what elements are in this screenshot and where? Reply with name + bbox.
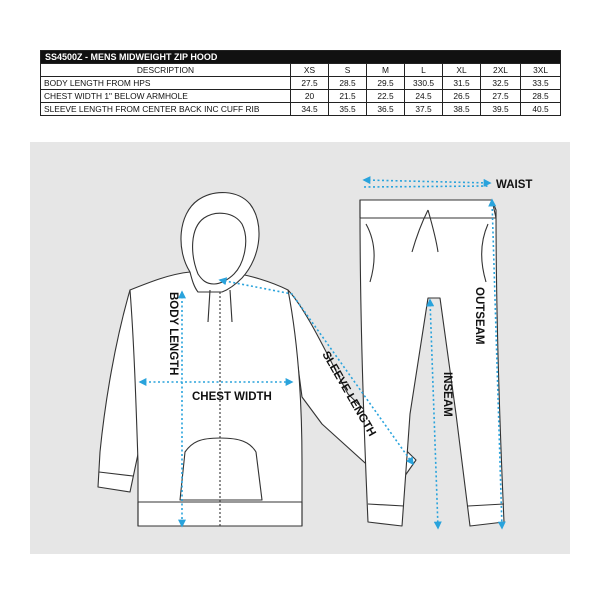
cell-value: 29.5 [366,76,405,90]
waist-measure-lower [363,185,491,188]
product-title: SS4500Z - MENS MIDWEIGHT ZIP HOOD [39,50,562,64]
row-description: BODY LENGTH FROM HPS [40,76,291,90]
cell-value: 33.5 [519,76,562,90]
hoodie-waistband [137,501,303,527]
outseam-label: OUTSEAM [473,287,485,345]
inseam-label: INSEAM [441,372,453,417]
cell-value: 26.5 [442,89,481,103]
cell-value: 39.5 [480,102,521,116]
header-description: DESCRIPTION [40,63,291,77]
outseam-measure [488,198,506,530]
cell-value: 32.5 [480,76,521,90]
cell-value: 28.5 [328,76,367,90]
measurement-diagram: BODY LENGTH CHEST WIDTH SLEEVE LENGTH WA… [97,176,532,530]
hoodie-drawcord-left [207,289,211,323]
hoodie-cuff-left [98,471,134,477]
table-row: SLEEVE LENGTH FROM CENTER BACK INC CUFF … [40,102,562,116]
cell-value: 27.5 [290,76,329,90]
cell-value: 24.5 [404,89,443,103]
joggers-pocket-left [365,223,375,283]
cell-value: 27.5 [480,89,521,103]
table-row: CHEST WIDTH 1" BELOW ARMHOLE 20 21.5 22.… [40,89,562,103]
table-header-row: DESCRIPTION XS S M L XL 2XL 3XL [40,63,562,77]
hoodie-hood-opening [192,212,247,285]
cell-value: 22.5 [366,89,405,103]
body-length-label: BODY LENGTH [167,292,179,376]
chest-width-label: CHEST WIDTH [192,391,272,403]
cell-value: 34.5 [290,102,329,116]
table-row: BODY LENGTH FROM HPS 27.5 28.5 29.5 330.… [40,76,562,90]
cell-value: 38.5 [442,102,481,116]
cell-value: 21.5 [328,89,367,103]
waist-measure [362,176,492,187]
sleeve-length-measure [218,277,414,466]
cell-value: 28.5 [519,89,562,103]
header-size-2xl: 2XL [480,63,521,77]
joggers-pocket-right [481,223,489,283]
joggers-cuff-left [367,503,405,507]
row-description: CHEST WIDTH 1" BELOW ARMHOLE [40,89,291,103]
cell-value: 40.5 [519,102,562,116]
waist-label: WAIST [496,179,532,191]
header-size-xs: XS [290,63,329,77]
cell-value: 35.5 [328,102,367,116]
cell-value: 20 [290,89,329,103]
cell-value: 37.5 [404,102,443,116]
header-size-l: L [404,63,443,77]
header-size-xl: XL [442,63,481,77]
inseam-measure [426,298,442,530]
table-title-row: SS4500Z - MENS MIDWEIGHT ZIP HOOD [39,50,562,64]
cell-value: 31.5 [442,76,481,90]
cell-value: 36.5 [366,102,405,116]
header-size-3xl: 3XL [519,63,562,77]
cell-value: 330.5 [404,76,443,90]
header-size-s: S [328,63,367,77]
joggers-drawcord [411,209,439,253]
measurement-diagram-panel: BODY LENGTH CHEST WIDTH SLEEVE LENGTH WA… [30,142,570,554]
header-size-m: M [366,63,405,77]
hoodie-kangaroo-pocket [179,437,263,501]
row-description: SLEEVE LENGTH FROM CENTER BACK INC CUFF … [40,102,291,116]
size-chart-table: SS4500Z - MENS MIDWEIGHT ZIP HOOD DESCRI… [39,50,562,116]
